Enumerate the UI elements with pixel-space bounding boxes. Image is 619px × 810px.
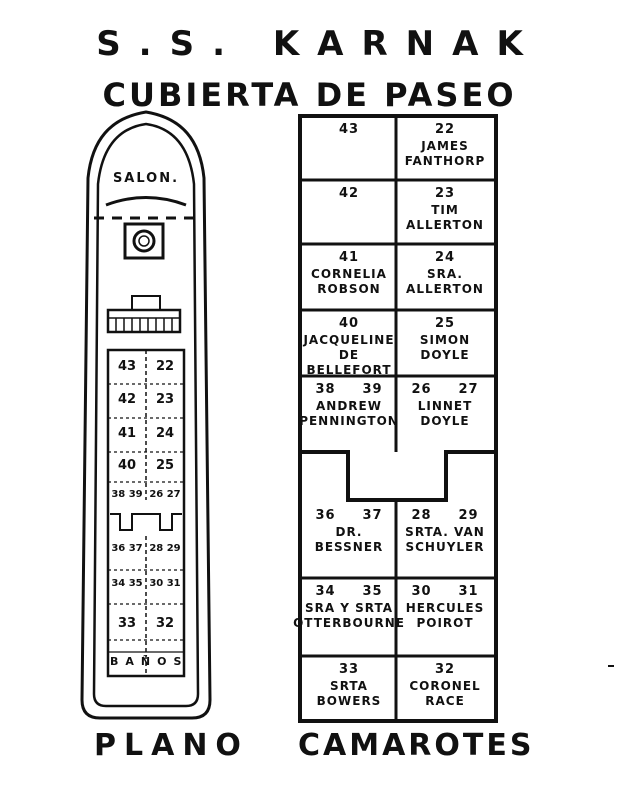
- cabin-numbers: 28 29: [398, 508, 492, 523]
- cabin-number: 37: [362, 508, 383, 523]
- cabin-number: 35: [362, 584, 383, 599]
- cabin-occupant: SRTA. VAN SCHUYLER: [405, 525, 485, 554]
- cabin-occupant: CORONEL RACE: [409, 679, 481, 708]
- ship-cabin-number: 40: [117, 458, 137, 473]
- ship-name: S.S. KARNAK: [96, 24, 541, 64]
- cabin-number: 30: [411, 584, 432, 599]
- cabin-number: 43: [338, 122, 360, 137]
- ship-cabin-number: 30 31: [149, 578, 181, 589]
- deck-title: CUBIERTA DE PASEO: [102, 76, 517, 114]
- cabins-label: CAMAROTES: [298, 728, 535, 763]
- cabin-number: 34: [315, 584, 336, 599]
- ship-cabin-number: 36 37: [111, 543, 143, 554]
- cabin-numbers: 34 35: [302, 584, 396, 599]
- cabin-occupant: SIMON DOYLE: [419, 333, 471, 362]
- ship-cabin-number: 42: [117, 392, 137, 407]
- cabin-occupant: CORNELIA ROBSON: [311, 267, 387, 296]
- cabin-occupant: SRA. ALLERTON: [406, 267, 484, 296]
- cabin-number: 24: [434, 250, 456, 265]
- cabin-number: 42: [338, 186, 360, 201]
- cabin-number: 31: [458, 584, 479, 599]
- cabin-grid: [298, 114, 498, 723]
- cabin-occupant: HERCULES POIROT: [405, 601, 485, 630]
- cabin-cell: 42: [302, 182, 396, 244]
- ship-cabin-number: 26 27: [149, 489, 181, 500]
- salon-label: SALON.: [112, 171, 180, 186]
- ship-outline: [80, 110, 212, 720]
- ship-cabin-number: 28 29: [149, 543, 181, 554]
- cabin-occupant: TIM ALLERTON: [406, 203, 484, 232]
- cabin-number: 40: [338, 316, 360, 331]
- cabin-numbers: 30 31: [398, 584, 492, 599]
- cabin-number: 28: [411, 508, 432, 523]
- cabin-number: 27: [458, 382, 479, 397]
- cabin-number: 41: [338, 250, 360, 265]
- cabin-cell: 43: [302, 118, 396, 182]
- cabin-occupant: JAMES FANTHORP: [404, 139, 486, 168]
- cabin-numbers: 36 37: [302, 508, 396, 523]
- cabin-occupant: ANDREW PENNINGTON: [299, 399, 399, 428]
- cabin-occupant: LINNET DOYLE: [417, 399, 473, 428]
- ship-cabin-number: 25: [155, 458, 175, 473]
- bath-label: BAÑOS: [110, 655, 189, 668]
- cabin-number: 29: [458, 508, 479, 523]
- cabin-number: 26: [411, 382, 432, 397]
- cabin-occupant: DR. BESSNER: [314, 525, 384, 554]
- ship-cabin-number: 41: [117, 426, 137, 441]
- ship-cabin-number: 33: [117, 616, 137, 631]
- cabin-number: 38: [315, 382, 336, 397]
- ship-cabin-number: 22: [155, 359, 175, 374]
- cabin-occupant: JACQUELINE DE BELLEFORT: [303, 333, 395, 377]
- cabin-numbers: 38 39: [302, 382, 396, 397]
- cabin-number: 25: [434, 316, 456, 331]
- ship-cabin-number: 34 35: [111, 578, 143, 589]
- plan-label: PLANO: [94, 728, 249, 763]
- cabin-number: 32: [434, 662, 456, 677]
- cabin-number: 39: [362, 382, 383, 397]
- cabin-numbers: 26 27: [398, 382, 492, 397]
- cabin-number: 36: [315, 508, 336, 523]
- cabin-occupant: SRA Y SRTA OTTERBOURNE: [293, 601, 405, 630]
- ship-cabin-number: 23: [155, 392, 175, 407]
- ship-cabin-number: 24: [155, 426, 175, 441]
- ship-cabin-number: 38 39: [111, 489, 143, 500]
- ship-cabin-number: 32: [155, 616, 175, 631]
- cabin-occupant: SRTA BOWERS: [316, 679, 382, 708]
- ship-cabin-number: 43: [117, 359, 137, 374]
- cabin-number: 33: [338, 662, 360, 677]
- cabin-number: 23: [434, 186, 456, 201]
- cabin-number: 22: [434, 122, 456, 137]
